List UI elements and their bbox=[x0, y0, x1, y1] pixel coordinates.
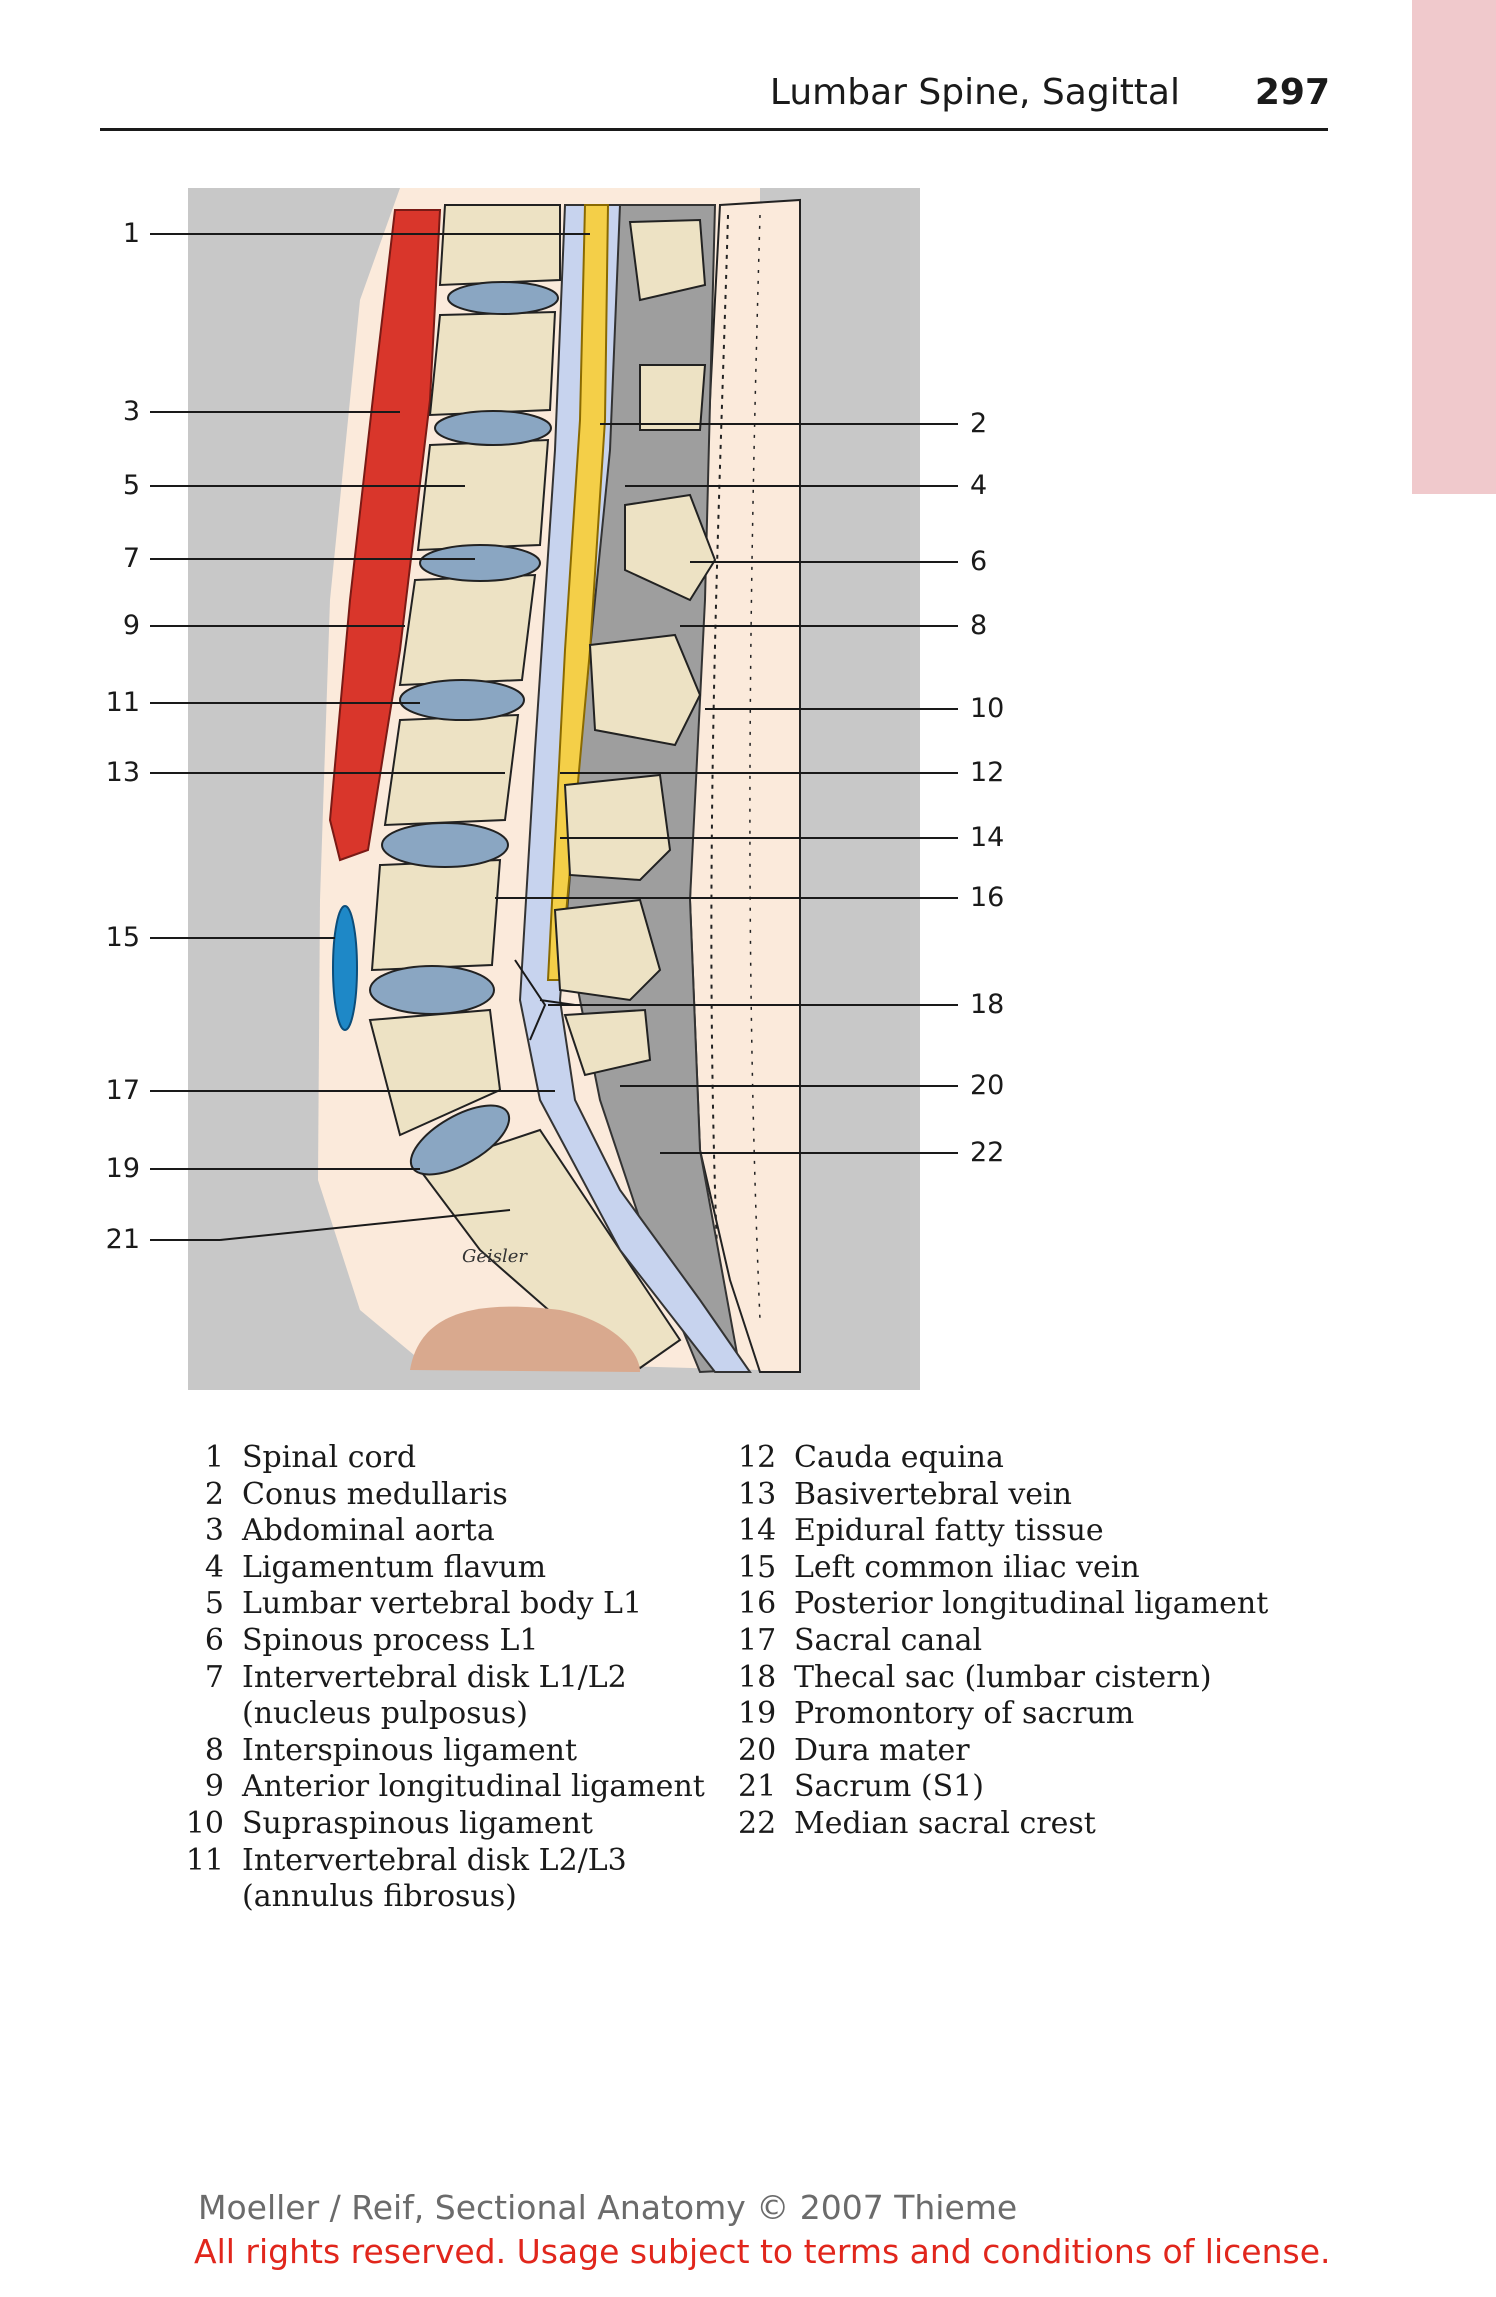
anatomy-figure: 1 3 5 7 9 11 13 15 17 19 21 2 4 6 8 10 1… bbox=[105, 188, 1005, 1390]
vertebra-t11 bbox=[438, 204, 561, 287]
intervertebral-disk-l5-s1 bbox=[409, 1104, 511, 1176]
vertebral-body-l4 bbox=[370, 858, 502, 972]
callout-22: 22 bbox=[970, 1137, 1005, 1168]
callout-5: 5 bbox=[122, 470, 140, 501]
intervertebral-disk-l1-l2 bbox=[419, 544, 541, 582]
page-title: Lumbar Spine, Sagittal bbox=[769, 72, 1180, 113]
intervertebral-disk-t12-l1 bbox=[434, 410, 552, 446]
callout-2: 2 bbox=[970, 408, 988, 439]
vertebra-t12 bbox=[428, 310, 557, 417]
header-rule bbox=[100, 128, 1328, 131]
callout-15: 15 bbox=[105, 922, 140, 953]
spinous-process-t11 bbox=[628, 218, 707, 302]
callout-16: 16 bbox=[970, 882, 1005, 913]
callout-18: 18 bbox=[970, 989, 1005, 1020]
callout-11: 11 bbox=[105, 687, 140, 718]
callout-21: 21 bbox=[105, 1224, 140, 1255]
spinous-process-l4 bbox=[553, 898, 662, 1002]
intervertebral-disk-l4-l5 bbox=[369, 965, 495, 1015]
spinous-process-l3 bbox=[563, 773, 672, 882]
copyright-credit: Moeller / Reif, Sectional Anatomy © 2007… bbox=[198, 2188, 1018, 2227]
intervertebral-disk-l3-l4 bbox=[381, 822, 509, 868]
illustrator-signature: Geisler bbox=[462, 1246, 528, 1267]
callout-9: 9 bbox=[122, 610, 140, 641]
spinous-process-t12 bbox=[639, 364, 707, 431]
callout-20: 20 bbox=[970, 1070, 1005, 1101]
vertebral-body-l1 bbox=[416, 438, 550, 552]
abdominal-aorta bbox=[328, 209, 442, 862]
left-common-iliac-vein bbox=[332, 905, 358, 1031]
vertebral-body-l3 bbox=[383, 713, 520, 827]
thumb-index-tab bbox=[1412, 0, 1496, 494]
callout-6: 6 bbox=[970, 546, 988, 577]
page-number: 297 bbox=[1254, 72, 1330, 113]
callout-1: 1 bbox=[122, 218, 140, 249]
spinous-process-l1 bbox=[624, 493, 717, 602]
sacrum-s1 bbox=[418, 1128, 682, 1370]
callout-12: 12 bbox=[970, 757, 1005, 788]
callout-3: 3 bbox=[122, 396, 140, 427]
callout-lines bbox=[150, 233, 958, 1241]
license-notice: All rights reserved. Usage subject to te… bbox=[194, 2232, 1331, 2271]
callout-10: 10 bbox=[970, 693, 1005, 724]
callout-8: 8 bbox=[970, 610, 988, 641]
callout-4: 4 bbox=[970, 470, 988, 501]
vertebral-body-l2 bbox=[398, 573, 537, 687]
callout-19: 19 bbox=[105, 1153, 140, 1184]
intervertebral-disk-l2-l3 bbox=[399, 679, 525, 721]
rectum bbox=[410, 1306, 640, 1372]
callout-7: 7 bbox=[122, 543, 140, 574]
callout-13: 13 bbox=[105, 757, 140, 788]
spinous-process-l2 bbox=[588, 633, 702, 747]
spinous-process-l5 bbox=[563, 1008, 652, 1077]
callout-17: 17 bbox=[105, 1075, 140, 1106]
sagittal-spine-illustration bbox=[150, 188, 958, 1390]
intervertebral-disk-t11-t12 bbox=[447, 281, 559, 315]
callout-14: 14 bbox=[970, 822, 1005, 853]
